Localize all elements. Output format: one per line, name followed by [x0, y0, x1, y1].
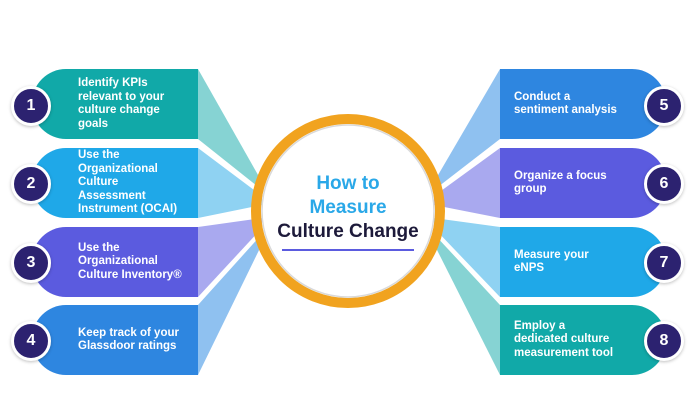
item-3-text: Use the Organizational Culture Inventory… — [78, 241, 182, 281]
center-title: How to Measure Culture Change — [258, 172, 438, 244]
item-2-text: Use the Organizational Culture Assessmen… — [78, 149, 178, 216]
item-2-number-badge: 2 — [11, 164, 51, 204]
connector-left-2 — [198, 148, 262, 218]
title-line-3: Culture Change — [277, 221, 419, 242]
connector-left-4 — [198, 234, 262, 375]
connector-right-7 — [434, 218, 500, 297]
item-8-text: Employ a dedicated culture measurement t… — [514, 319, 614, 359]
item-3-number-badge: 3 — [11, 243, 51, 283]
item-8-number-badge: 8 — [644, 321, 684, 361]
item-1-text: Identify KPIs relevant to your culture c… — [78, 77, 165, 130]
item-1-number-badge: 1 — [11, 86, 51, 126]
item-4-text: Keep track of your Glassdoor ratings — [78, 326, 179, 353]
title-line-1: How to — [316, 173, 380, 194]
item-4-box: Keep track of your Glassdoor ratings — [32, 305, 198, 375]
connector-right-8 — [434, 234, 500, 375]
ring-orange — [251, 114, 445, 308]
connector-right-5 — [434, 69, 500, 190]
item-1-box: Identify KPIs relevant to your culture c… — [32, 69, 198, 139]
item-5-text: Conduct a sentiment analysis — [514, 90, 617, 117]
item-4-number-badge: 4 — [11, 321, 51, 361]
item-6-text: Organize a focus group — [514, 169, 607, 196]
item-7-number-badge: 7 — [644, 243, 684, 283]
item-5-number-badge: 5 — [644, 86, 684, 126]
item-8-box: Employ a dedicated culture measurement t… — [500, 305, 666, 375]
item-3-box: Use the Organizational Culture Inventory… — [32, 227, 198, 297]
item-7-text: Measure your eNPS — [514, 248, 589, 275]
connector-left-3 — [198, 218, 262, 297]
center-circle — [261, 124, 435, 298]
item-2-box: Use the Organizational Culture Assessmen… — [32, 148, 198, 218]
item-6-box: Organize a focus group — [500, 148, 666, 218]
connector-right-6 — [434, 148, 500, 218]
connector-left-1 — [198, 69, 262, 190]
title-line-2: Measure — [309, 197, 387, 218]
item-6-number-badge: 6 — [644, 164, 684, 204]
item-5-box: Conduct a sentiment analysis — [500, 69, 666, 139]
item-7-box: Measure your eNPS — [500, 227, 666, 297]
